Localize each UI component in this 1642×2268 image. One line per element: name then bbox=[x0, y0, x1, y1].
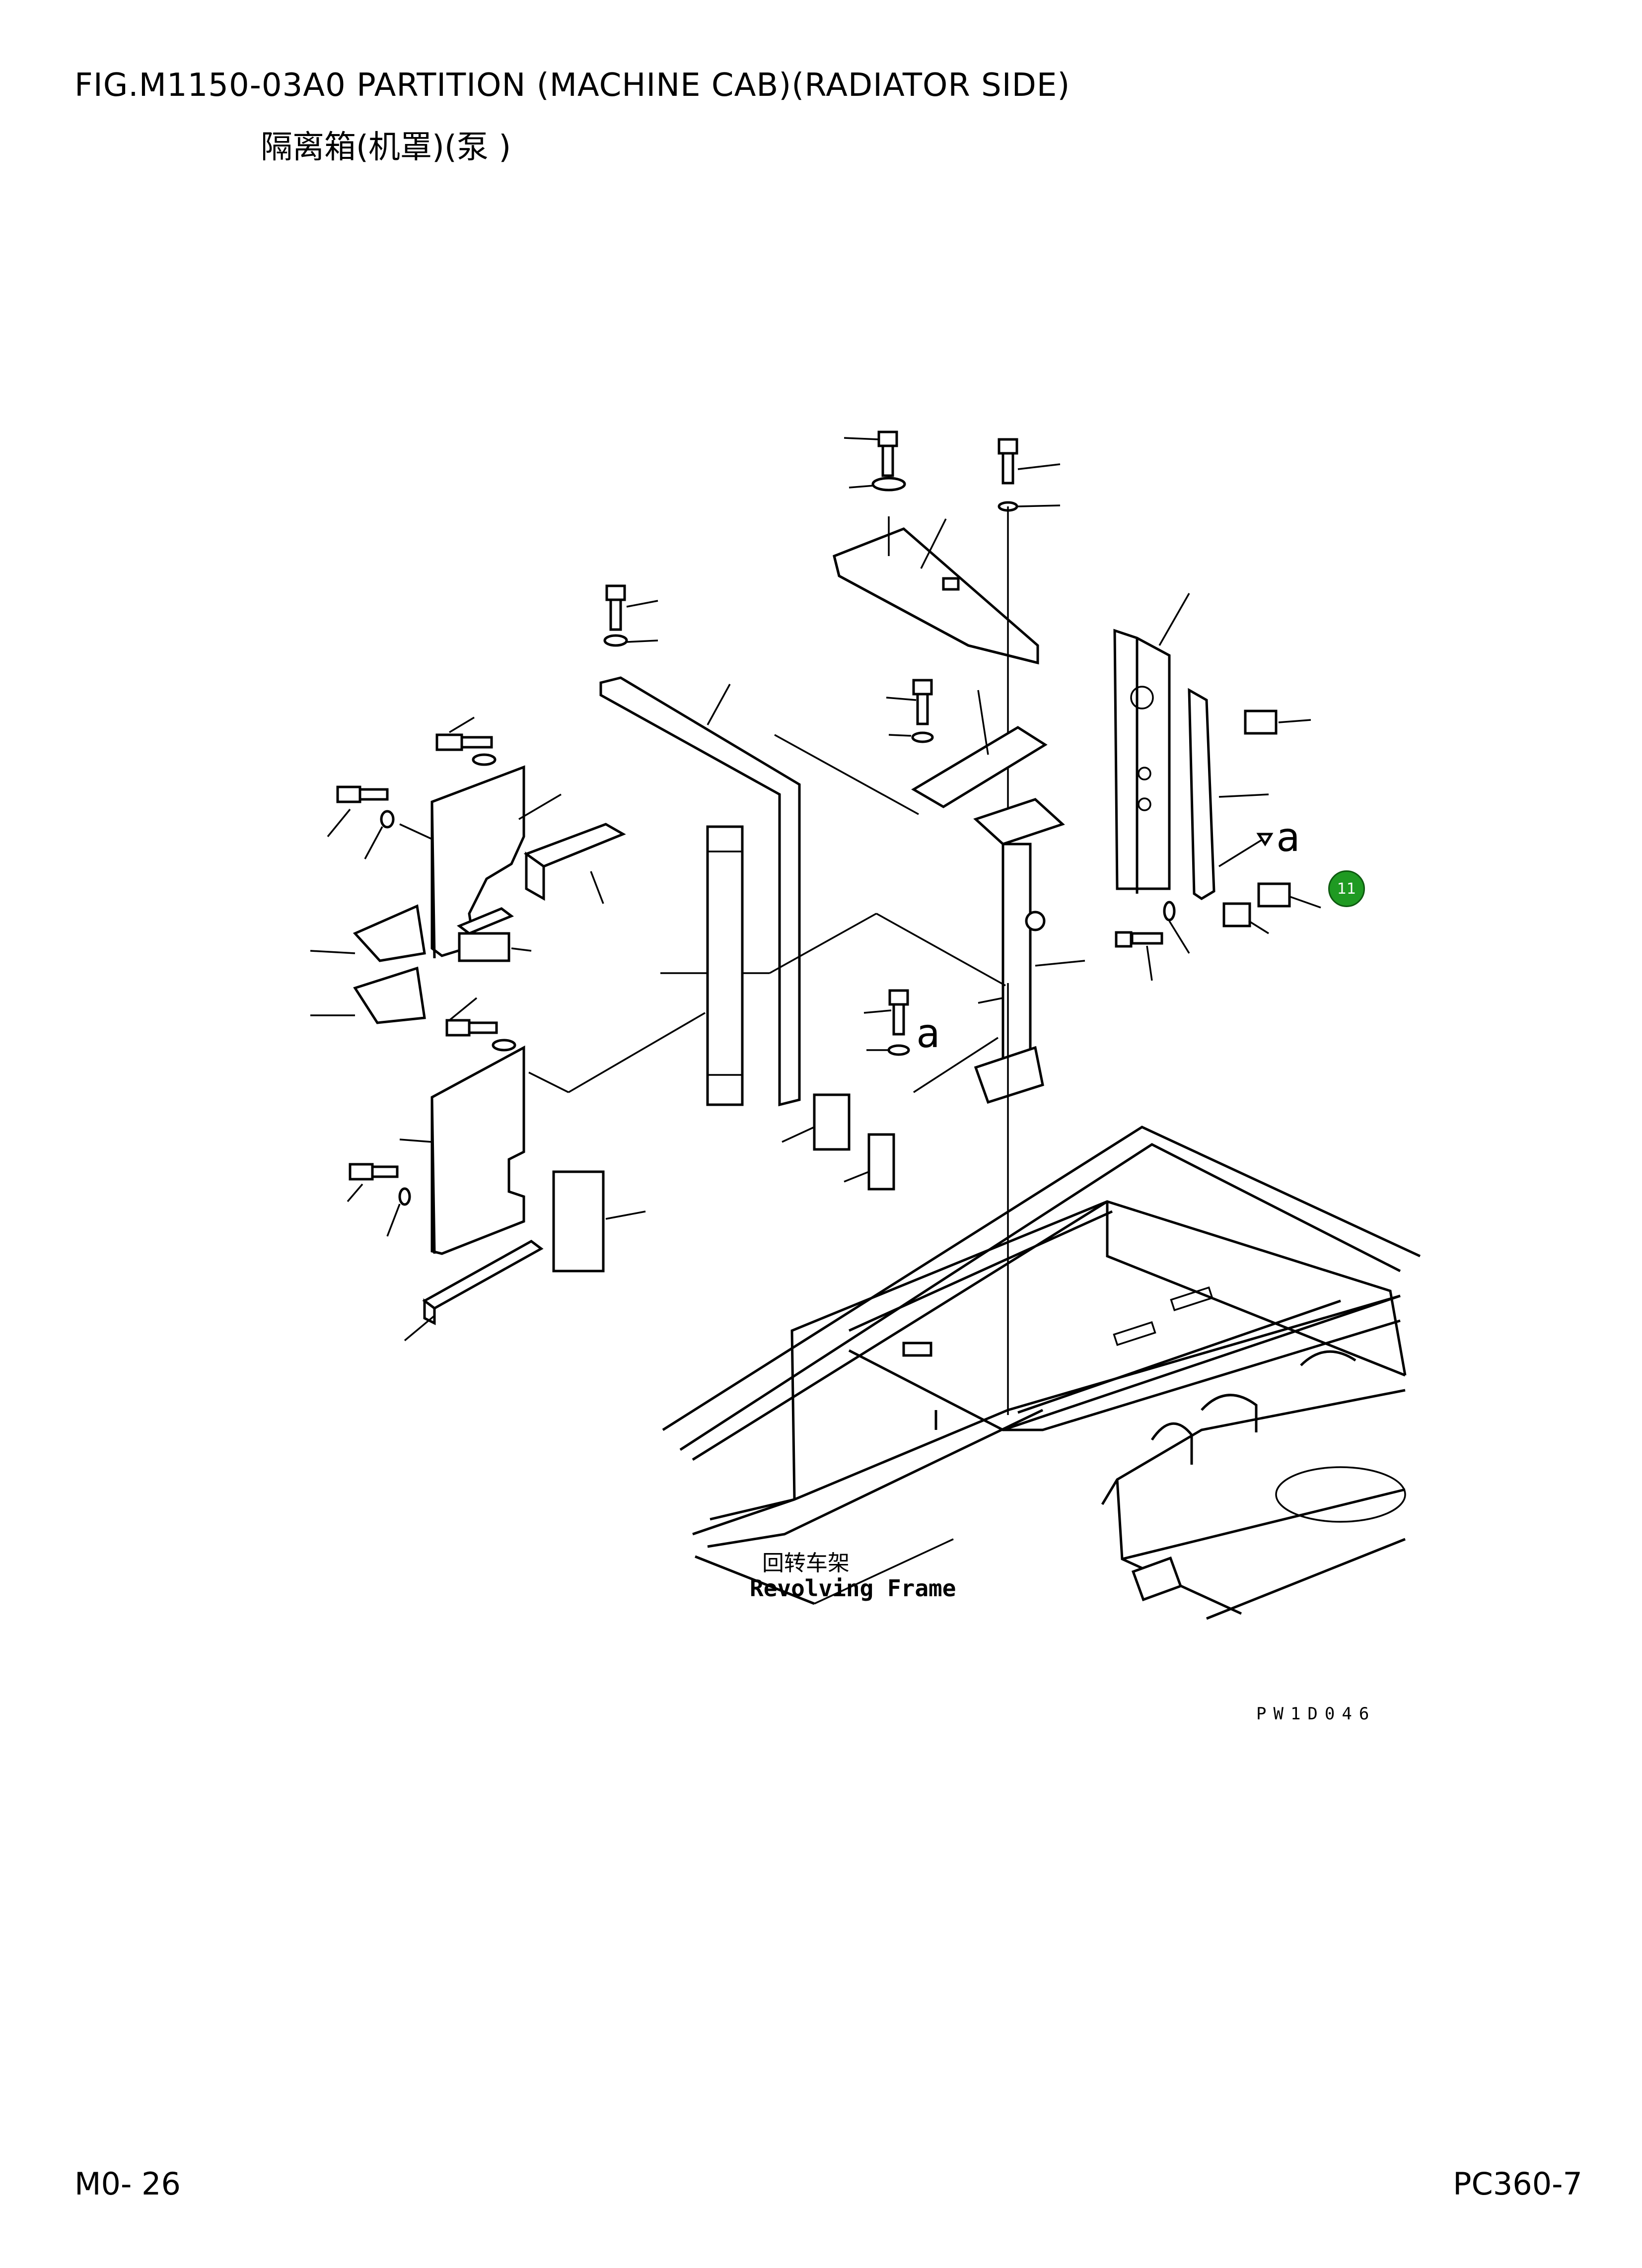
top-bolt-b bbox=[998, 438, 1061, 512]
left-lower-panel bbox=[347, 997, 706, 1255]
page-title: FIG.M1150-03A0 PARTITION (MACHINE CAB)(R… bbox=[74, 67, 1071, 104]
view-label-a-center: a bbox=[916, 1010, 940, 1057]
center-strips bbox=[660, 825, 1006, 1191]
lower-bolt-a bbox=[863, 989, 910, 1056]
page-number: M0- 26 bbox=[74, 2166, 181, 2202]
right-panel-tall bbox=[1113, 593, 1190, 894]
center-bolt-bracket bbox=[886, 679, 1048, 808]
top-bolt-a bbox=[844, 430, 906, 492]
frame-label-cn: 回转车架 bbox=[762, 1551, 850, 1576]
left-blocks-upper bbox=[310, 823, 626, 1024]
model-number: PC360-7 bbox=[1453, 2166, 1582, 2202]
frame-label-en: Revolving Frame bbox=[750, 1575, 956, 1602]
l-frame bbox=[599, 584, 919, 1107]
vertical-post bbox=[973, 798, 1085, 1104]
drawing-code: PW1D046 bbox=[1256, 1704, 1376, 1724]
callout-badge[interactable]: 11 bbox=[1328, 870, 1365, 907]
page-subtitle-cn: 隔离箱(机罩)(泵 ) bbox=[261, 129, 511, 166]
left-upper-panel bbox=[327, 716, 562, 959]
revolving-frame bbox=[662, 983, 1421, 1620]
view-label-a-right: a bbox=[1276, 814, 1300, 860]
right-panel-narrow bbox=[1188, 688, 1311, 900]
left-blocks-lower bbox=[404, 1170, 646, 1342]
right-bolt-group bbox=[1115, 833, 1321, 981]
